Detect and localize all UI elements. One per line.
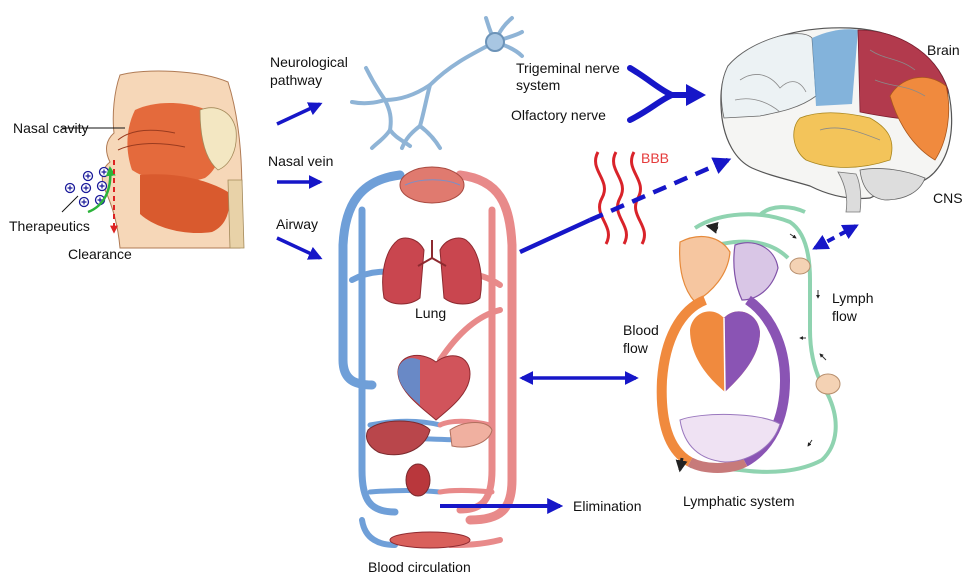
label-trigeminal-line1: Trigeminal nerve bbox=[516, 60, 620, 77]
systemic-to-brain-arrow-solid bbox=[520, 220, 590, 252]
label-therapeutics: Therapeutics bbox=[9, 218, 90, 235]
label-nasal-cavity: Nasal cavity bbox=[13, 120, 88, 137]
label-neurological-pathway-line1: Neurological bbox=[270, 54, 348, 71]
heart-icon bbox=[398, 355, 470, 420]
label-cns: CNS bbox=[933, 190, 963, 207]
airway-arrow bbox=[277, 238, 320, 258]
neuron-icon bbox=[352, 18, 522, 148]
label-elimination: Elimination bbox=[573, 498, 641, 515]
muscle-icon bbox=[390, 532, 470, 548]
gut-icon bbox=[450, 423, 492, 448]
neurological-pathway-arrow bbox=[277, 104, 320, 124]
label-neurological-pathway-line2: pathway bbox=[270, 72, 322, 89]
label-clearance: Clearance bbox=[68, 246, 132, 263]
brain-capillary-bed bbox=[400, 167, 464, 203]
liver-icon bbox=[366, 421, 430, 455]
label-airway: Airway bbox=[276, 216, 318, 233]
nerve-merge-arrow bbox=[630, 68, 688, 120]
label-nasal-vein: Nasal vein bbox=[268, 153, 333, 170]
label-brain: Brain bbox=[927, 42, 960, 59]
systemic-to-brain-arrow-dashed bbox=[590, 160, 728, 220]
label-lung: Lung bbox=[415, 305, 446, 322]
label-olfactory-nerve: Olfactory nerve bbox=[511, 107, 606, 124]
label-blood-circulation: Blood circulation bbox=[368, 559, 471, 575]
label-blood-flow-line1: Blood bbox=[623, 322, 659, 339]
label-lymph-flow-line2: flow bbox=[832, 308, 857, 325]
label-blood-flow-line2: flow bbox=[623, 340, 648, 357]
lymphatic-system-illustration bbox=[662, 207, 840, 472]
brain-illustration bbox=[721, 28, 952, 212]
kidney-icon bbox=[406, 464, 430, 496]
label-lymphatic-system: Lymphatic system bbox=[683, 493, 795, 510]
label-trigeminal-line2: system bbox=[516, 77, 560, 94]
label-bbb: BBB bbox=[641, 150, 669, 167]
nerve-merge-arrowhead bbox=[686, 84, 706, 106]
therapeutic-particles bbox=[62, 168, 109, 213]
lymph-cns-arrow bbox=[815, 226, 856, 248]
lung-icon bbox=[383, 238, 482, 304]
label-lymph-flow-line1: Lymph bbox=[832, 290, 874, 307]
